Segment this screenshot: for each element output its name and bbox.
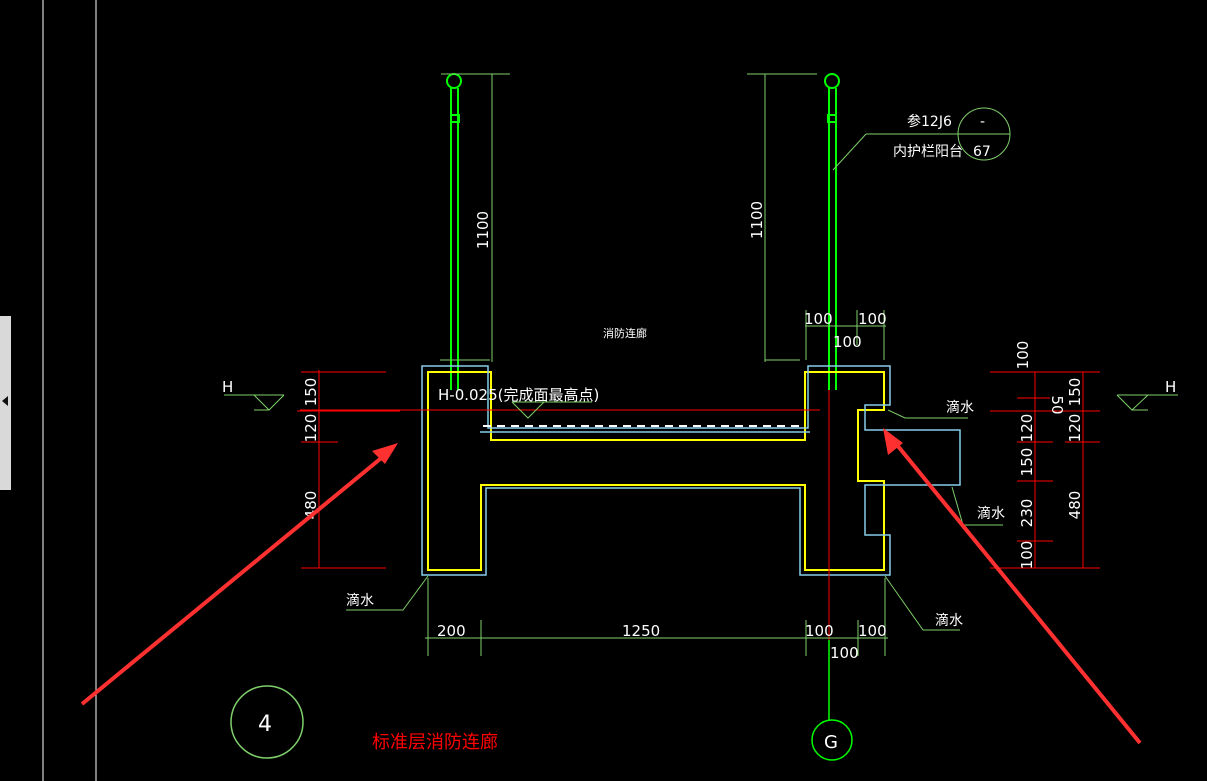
detail-bubble bbox=[230, 685, 304, 759]
drip-label-4: 滴水 bbox=[935, 612, 963, 629]
dim-right-inner-5: 230 bbox=[1018, 499, 1036, 528]
detail-number: 4 bbox=[258, 712, 272, 737]
finish-layer bbox=[421, 365, 961, 576]
bottom-dim-lines bbox=[425, 578, 888, 656]
dim-left-1: 150 bbox=[302, 378, 320, 407]
drip-leaders bbox=[346, 409, 1003, 631]
dim-right-inner-3: 120 bbox=[1018, 414, 1036, 443]
elevation-note: H-0.025(完成面最高点) bbox=[438, 386, 599, 404]
level-symbol-left bbox=[224, 394, 285, 411]
dim-top-3: 100 bbox=[833, 333, 862, 351]
dim-right-outer-2: 120 bbox=[1066, 414, 1084, 443]
left-railing bbox=[446, 73, 462, 390]
left-vertical-dims bbox=[297, 370, 400, 569]
railing-dim-lines bbox=[440, 73, 1011, 362]
dim-bottom-1: 200 bbox=[437, 622, 466, 640]
dim-railing-right: 1100 bbox=[748, 201, 766, 239]
dim-right-outer-1: 150 bbox=[1066, 378, 1084, 407]
level-marker-right: H bbox=[1165, 378, 1176, 396]
drip-label-1: 滴水 bbox=[346, 592, 374, 609]
dim-top-1: 100 bbox=[804, 310, 833, 328]
reference-index-bottom: 67 bbox=[973, 144, 991, 160]
dim-top-2: 100 bbox=[858, 310, 887, 328]
dim-bottom-5: 100 bbox=[830, 644, 859, 662]
level-marker-left: H bbox=[222, 378, 233, 396]
dim-right-inner-1: 100 bbox=[1014, 341, 1032, 370]
drip-label-2: 滴水 bbox=[946, 399, 974, 416]
reference-index-top: - bbox=[980, 114, 985, 130]
axis-bubble bbox=[811, 719, 853, 761]
dim-right-inner-2: 50 bbox=[1048, 395, 1066, 414]
annotation-arrow-left bbox=[80, 443, 398, 706]
corridor-label: 消防连廊 bbox=[603, 326, 647, 340]
dim-railing-left: 1100 bbox=[474, 211, 492, 249]
elevation-symbol bbox=[511, 401, 592, 419]
right-railing bbox=[824, 73, 840, 390]
dim-left-2: 120 bbox=[302, 414, 320, 443]
reference-text-1: 参12J6 bbox=[907, 113, 952, 130]
reference-text-2: 内护栏阳台 bbox=[893, 144, 963, 160]
slab-structure bbox=[427, 371, 885, 571]
dim-right-outer-3: 480 bbox=[1066, 491, 1084, 520]
level-symbol-right bbox=[1116, 394, 1178, 411]
dim-bottom-4: 100 bbox=[858, 622, 887, 640]
annotation-arrow-right bbox=[883, 428, 1142, 745]
dim-bottom-3: 100 bbox=[805, 622, 834, 640]
dim-bottom-2: 1250 bbox=[622, 622, 660, 640]
right-vertical-dims bbox=[990, 371, 1100, 569]
chevron-left-icon bbox=[2, 396, 8, 406]
drip-label-3: 滴水 bbox=[977, 505, 1005, 522]
dim-right-inner-4: 150 bbox=[1018, 448, 1036, 477]
top-dim-lines bbox=[805, 310, 886, 360]
side-panel-toggle[interactable] bbox=[0, 316, 11, 490]
drawing-title: 标准层消防连廊 bbox=[372, 732, 498, 753]
axis-label: G bbox=[824, 732, 838, 753]
dim-right-inner-6: 100 bbox=[1018, 541, 1036, 570]
